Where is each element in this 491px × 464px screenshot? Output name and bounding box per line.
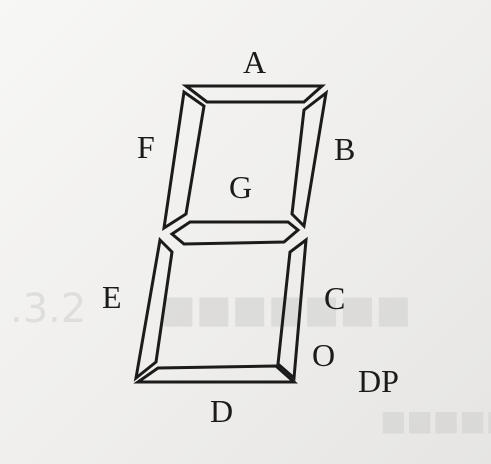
segment-label-e: E bbox=[102, 279, 122, 315]
segment-d bbox=[133, 364, 298, 384]
decimal-point-dot: O bbox=[312, 337, 335, 373]
segment-label-g: G bbox=[229, 169, 252, 205]
segment-a bbox=[181, 84, 326, 104]
segment-outlines bbox=[133, 84, 329, 384]
segment-label-c: C bbox=[324, 280, 345, 316]
segment-c bbox=[276, 236, 308, 382]
segment-label-a: A bbox=[243, 44, 266, 80]
segment-b bbox=[290, 89, 329, 230]
svg-text:.3.2: .3.2 bbox=[10, 286, 86, 332]
segment-labels: A B C D E F G O DP bbox=[102, 44, 399, 429]
segment-label-b: B bbox=[334, 131, 355, 167]
bleed-through-marks: .3.2 ■■■■■■■ ■■■■■ bbox=[10, 286, 491, 437]
segment-e bbox=[133, 236, 174, 382]
svg-text:■■■■■: ■■■■■ bbox=[380, 404, 491, 437]
segment-label-f: F bbox=[137, 129, 155, 165]
segment-g bbox=[169, 220, 301, 246]
segment-label-d: D bbox=[210, 393, 233, 429]
decimal-point-label: DP bbox=[358, 363, 399, 399]
segment-f bbox=[162, 89, 206, 232]
